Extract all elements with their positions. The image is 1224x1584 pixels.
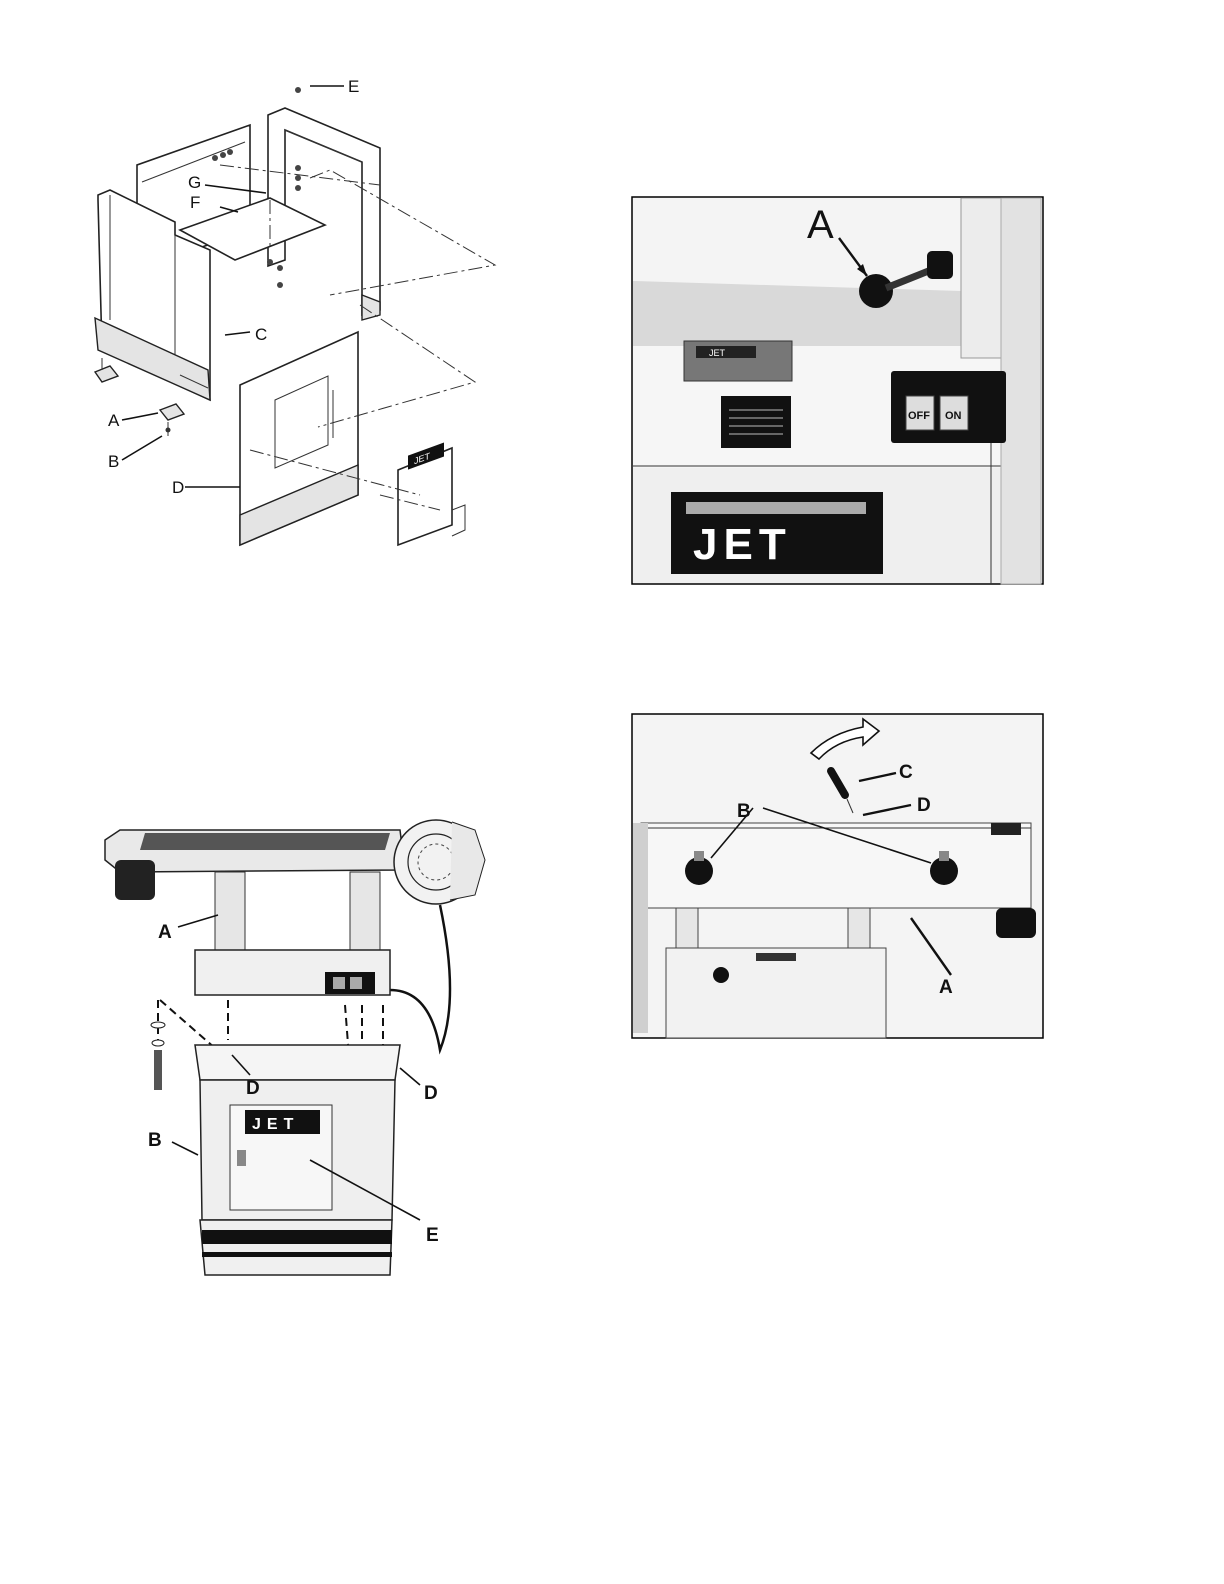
callout-f: F — [190, 193, 200, 212]
callout-e: E — [348, 77, 359, 96]
stand-callout-b: B — [148, 1130, 162, 1151]
callout-d: D — [172, 478, 184, 497]
callout-b: B — [108, 452, 119, 471]
stand-callout-e: E — [426, 1225, 439, 1246]
knobs-callout-b: B — [737, 801, 751, 822]
stand-callout-d-right: D — [424, 1083, 438, 1104]
callout-a: A — [108, 411, 120, 430]
off-switch: OFF — [908, 410, 930, 422]
stand-jet-badge: JET — [252, 1116, 299, 1133]
switch-photo-figure: JET OFF ON JET A — [631, 196, 1044, 585]
table-knobs-photo-figure: C D B A — [631, 713, 1044, 1039]
sander-on-stand-figure: JET A B D D E — [100, 800, 500, 1290]
plate-jet-badge: JET — [709, 348, 726, 358]
stand-exploded-diagram: JET E G F C A B D — [80, 70, 540, 560]
stand-callout-a: A — [158, 922, 172, 943]
switch-callout-a: A — [807, 203, 834, 247]
knobs-callout-a: A — [939, 977, 953, 998]
on-switch: ON — [945, 410, 962, 422]
cabinet-jet-badge: JET — [693, 520, 792, 569]
callout-c: C — [255, 325, 267, 344]
knobs-callout-d: D — [917, 795, 931, 816]
stand-callout-d-left: D — [246, 1078, 260, 1099]
callout-g: G — [188, 173, 201, 192]
knobs-callout-c: C — [899, 762, 913, 783]
